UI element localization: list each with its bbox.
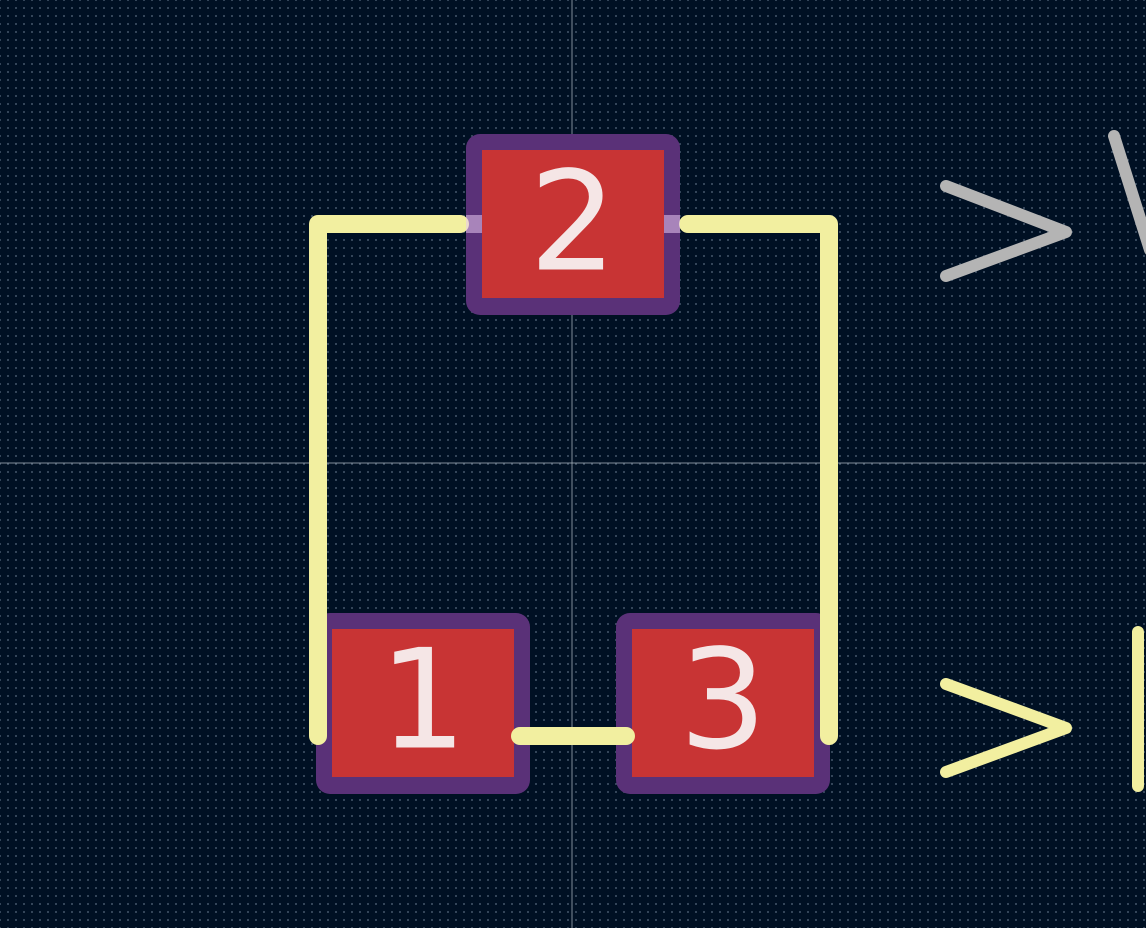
silkscreen-left-segment [309, 215, 469, 745]
value-glyph-gt [940, 678, 1072, 778]
silkscreen-right-segment [679, 215, 838, 745]
value-text[interactable] [940, 626, 1144, 792]
pad-1-copper [332, 629, 514, 777]
pad-3-number: 3 [679, 620, 767, 781]
pad-2-number: 2 [529, 142, 617, 303]
pad-3-copper [632, 629, 814, 777]
pad-1-number: 1 [379, 620, 467, 781]
reference-glyph-partial [1108, 130, 1146, 255]
pad-1[interactable]: 1 [316, 613, 530, 794]
reference-designator-text[interactable] [940, 130, 1146, 282]
pad-2[interactable]: 2 [466, 134, 680, 315]
pad-3[interactable]: 3 [616, 613, 830, 794]
reference-glyph-gt [940, 180, 1072, 282]
pad-2-copper [482, 150, 664, 298]
silkscreen-outline[interactable] [309, 215, 838, 745]
